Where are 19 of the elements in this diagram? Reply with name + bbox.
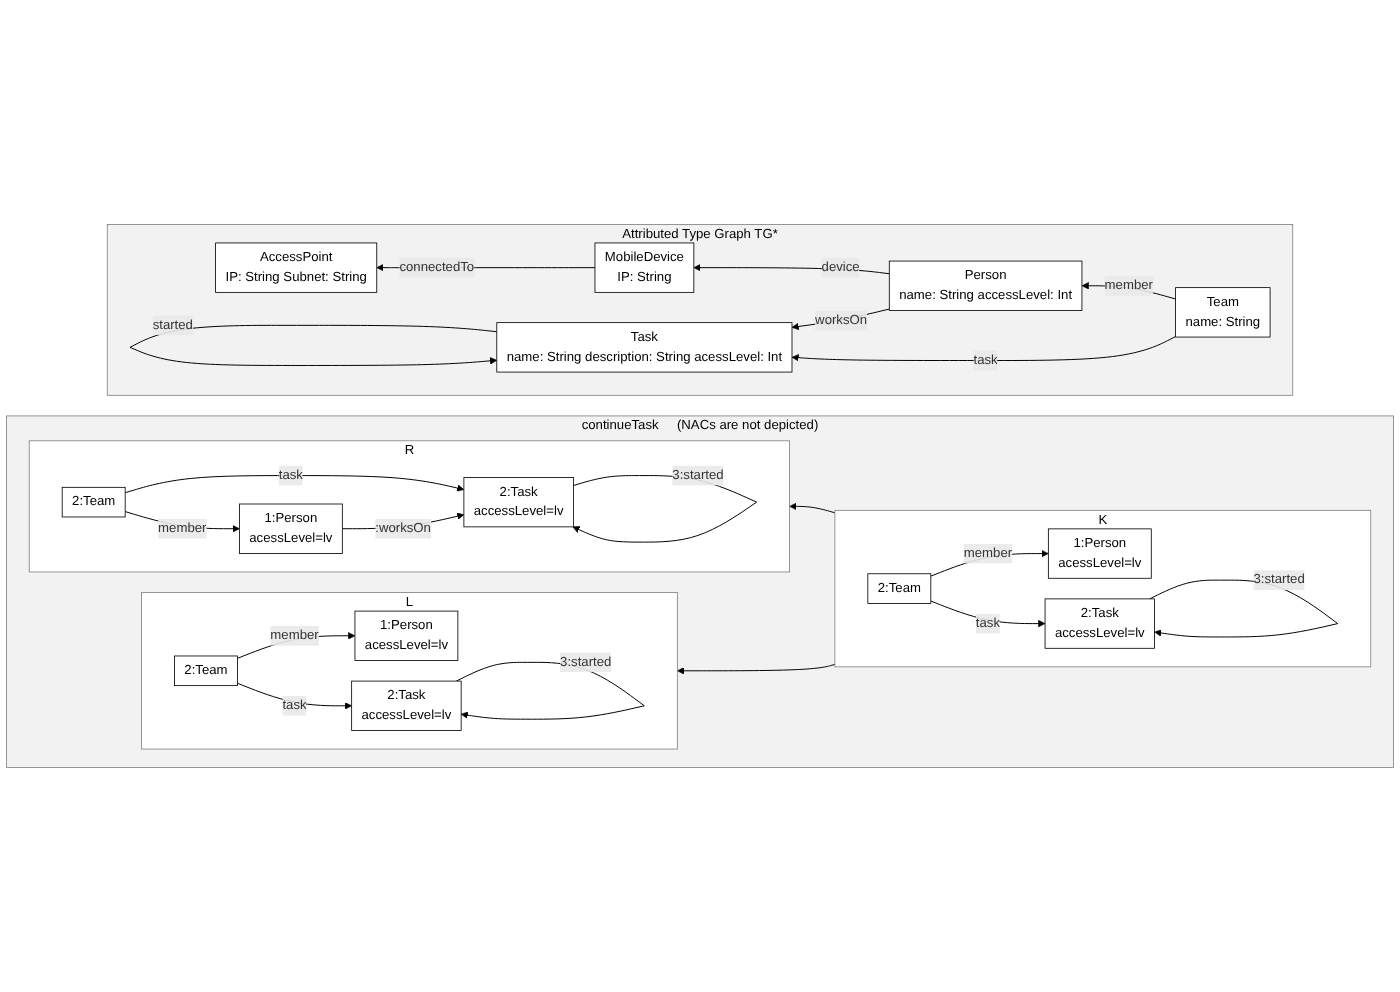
node-box [174, 655, 238, 687]
cluster [6, 415, 1394, 768]
cluster [106, 224, 1294, 396]
node-box [1047, 528, 1152, 579]
node-box [496, 322, 793, 373]
node-box [888, 260, 1083, 311]
node-box [239, 503, 343, 554]
node-box [1175, 287, 1271, 338]
node-box [463, 477, 574, 528]
node-box [594, 242, 695, 293]
cluster [834, 509, 1372, 668]
node-box [351, 680, 462, 731]
node-box [354, 610, 459, 661]
node-box [1044, 598, 1155, 649]
cluster [28, 440, 790, 573]
node-box [215, 242, 378, 293]
node-box [61, 486, 126, 518]
cluster [141, 592, 678, 750]
node-box [867, 573, 932, 604]
